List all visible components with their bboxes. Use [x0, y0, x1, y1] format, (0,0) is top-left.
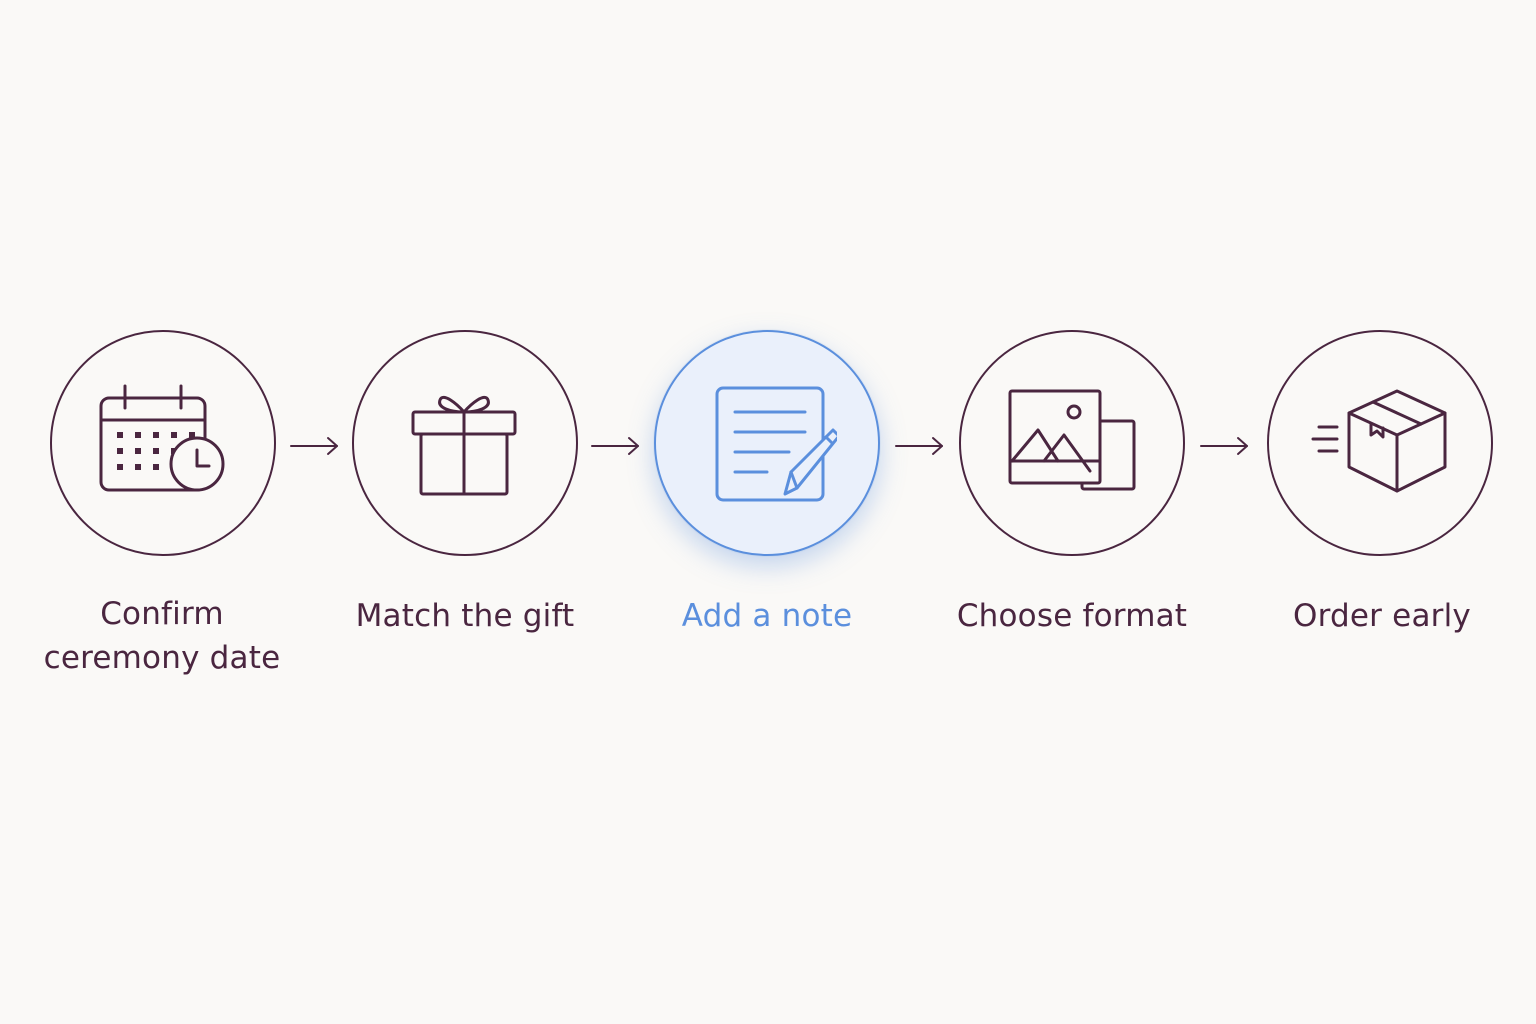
- arrow-right-icon: [1200, 437, 1248, 455]
- step-label-line: Choose format: [956, 598, 1188, 634]
- fast-package-icon: [1311, 389, 1447, 493]
- step-circle-order[interactable]: [1267, 330, 1493, 556]
- arrow-right-icon: [591, 437, 639, 455]
- step-circle-format[interactable]: [959, 330, 1185, 556]
- step-circle-match[interactable]: [352, 330, 578, 556]
- step-label-line: Order early: [1293, 598, 1471, 634]
- calendar-clock-icon: [99, 384, 225, 492]
- gift-icon: [411, 395, 517, 496]
- step-label-line: Add a note: [681, 598, 853, 634]
- step-label-line: Confirm: [100, 596, 224, 632]
- step-label-format: Choose format: [932, 594, 1212, 638]
- step-label-order: Order early: [1242, 594, 1522, 638]
- step-label-line: ceremony date: [43, 640, 281, 676]
- step-circle-confirm[interactable]: [50, 330, 276, 556]
- step-label-line: Match the gift: [355, 598, 575, 634]
- note-pencil-icon: [715, 386, 837, 502]
- step-label-note: Add a note: [627, 594, 907, 638]
- step-label-confirm: Confirm ceremony date: [22, 592, 302, 680]
- image-frames-icon: [1008, 389, 1136, 491]
- arrow-right-icon: [895, 437, 943, 455]
- step-circle-note[interactable]: [654, 330, 880, 556]
- step-label-match: Match the gift: [325, 594, 605, 638]
- arrow-right-icon: [290, 437, 338, 455]
